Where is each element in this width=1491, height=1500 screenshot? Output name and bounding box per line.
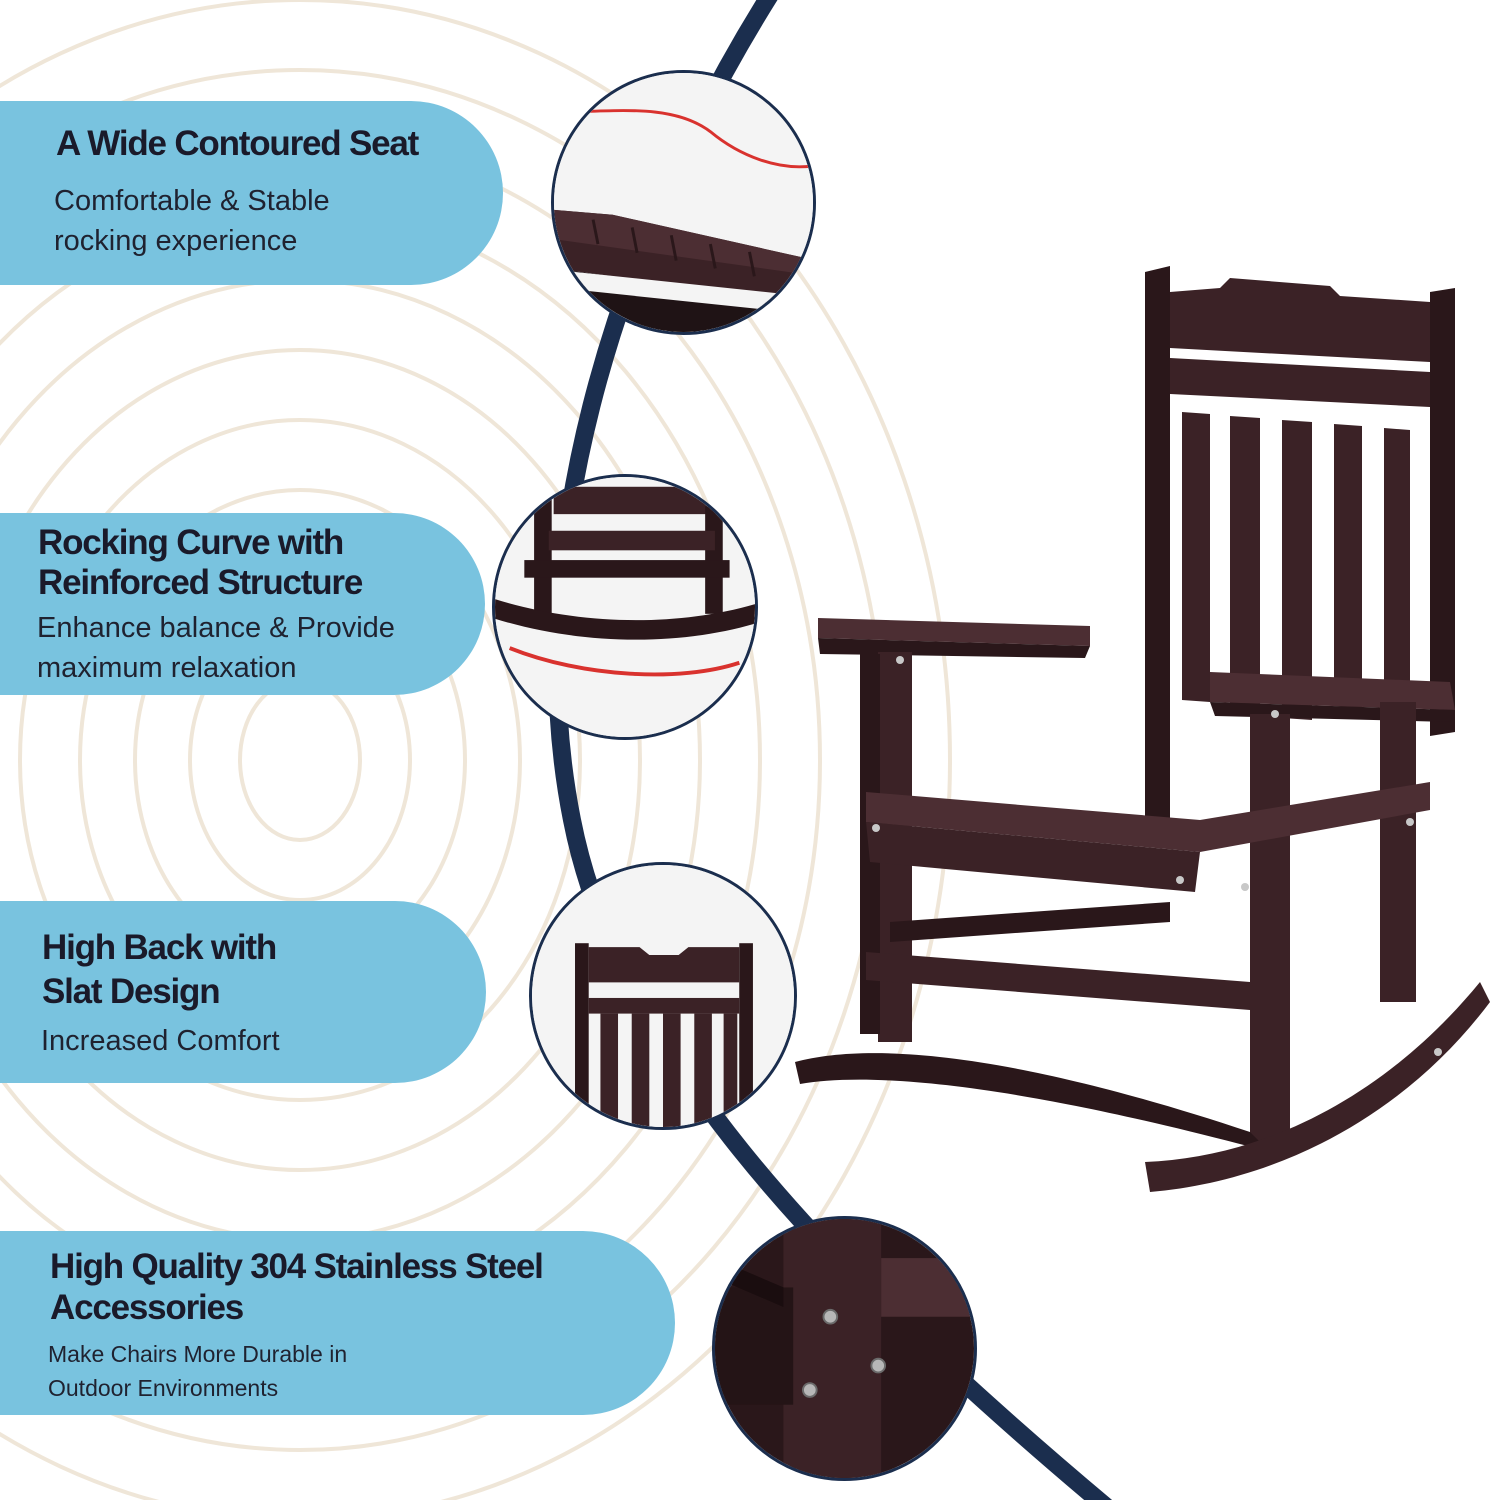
- rocker-detail-icon: [492, 474, 758, 740]
- feature-description: Enhance balance & Provide: [37, 612, 395, 644]
- feature-description: Outdoor Environments: [48, 1375, 279, 1401]
- feature-description: Make Chairs More Durable in: [48, 1341, 348, 1367]
- feature-description: rocking experience: [54, 225, 298, 257]
- feature-pill-rocking-curve: Rocking Curve with Reinforced Structure …: [0, 513, 485, 695]
- backrest-detail-icon: [529, 862, 797, 1130]
- feature-title: A Wide Contoured Seat: [56, 124, 419, 163]
- feature-description: maximum relaxation: [37, 652, 297, 684]
- feature-title: Reinforced Structure: [38, 563, 363, 602]
- feature-title: High Back with: [42, 928, 277, 967]
- feature-title: High Quality 304 Stainless Steel: [50, 1247, 544, 1286]
- feature-description: Increased Comfort: [41, 1025, 280, 1057]
- feature-pill-contoured-seat: A Wide Contoured Seat Comfortable & Stab…: [0, 101, 503, 285]
- seat-detail-icon: [551, 70, 816, 335]
- feature-pill-stainless-steel: High Quality 304 Stainless Steel Accesso…: [0, 1231, 675, 1415]
- screws-detail-icon: [712, 1216, 977, 1481]
- feature-title: Slat Design: [42, 972, 221, 1011]
- feature-title: Rocking Curve with: [38, 523, 344, 562]
- feature-description: Comfortable & Stable: [54, 185, 330, 217]
- rocking-chair-icon: [795, 266, 1490, 1192]
- feature-title: Accessories: [50, 1288, 244, 1327]
- feature-pill-high-back: High Back with Slat Design Increased Com…: [0, 901, 486, 1083]
